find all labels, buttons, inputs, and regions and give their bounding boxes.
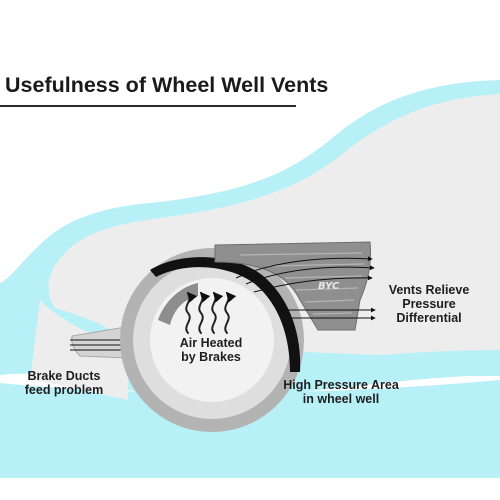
lower-body-band: [0, 380, 500, 478]
air-heated-line-1: Air Heated: [179, 336, 243, 350]
heat-wave-arrows: [185, 291, 237, 334]
fender-vent-panel: [214, 241, 371, 331]
vents-relieve-line-1: Vents Relieve: [388, 283, 470, 297]
wheel-arch-flare: [150, 257, 301, 372]
vents-relieve-label: Vents Relieve Pressure Differential: [374, 283, 484, 325]
wheel-center: [150, 278, 274, 402]
high-pressure-line-1: High Pressure Area: [283, 378, 399, 392]
fender-vent-slats: [239, 252, 365, 315]
vent-airflow-arrows: [235, 256, 376, 321]
diagram-title: Usefulness of Wheel Well Vents: [5, 73, 329, 97]
vents-relieve-line-3: Differential: [396, 311, 462, 325]
brake-ducts-label: Brake Ducts feed problem: [14, 369, 114, 397]
vents-relieve-line-2: Pressure: [402, 297, 456, 311]
title-underline: [0, 105, 296, 107]
high-pressure-line-2: in wheel well: [302, 392, 380, 406]
air-heated-label: Air Heated by Brakes: [166, 336, 256, 364]
high-pressure-label: High Pressure Area in wheel well: [276, 378, 406, 406]
brake-ducts-line-1: Brake Ducts: [27, 369, 101, 383]
air-heated-line-2: by Brakes: [181, 350, 241, 364]
vent-logo: BYC: [318, 281, 340, 292]
brake-ducts-line-2: feed problem: [24, 383, 104, 397]
